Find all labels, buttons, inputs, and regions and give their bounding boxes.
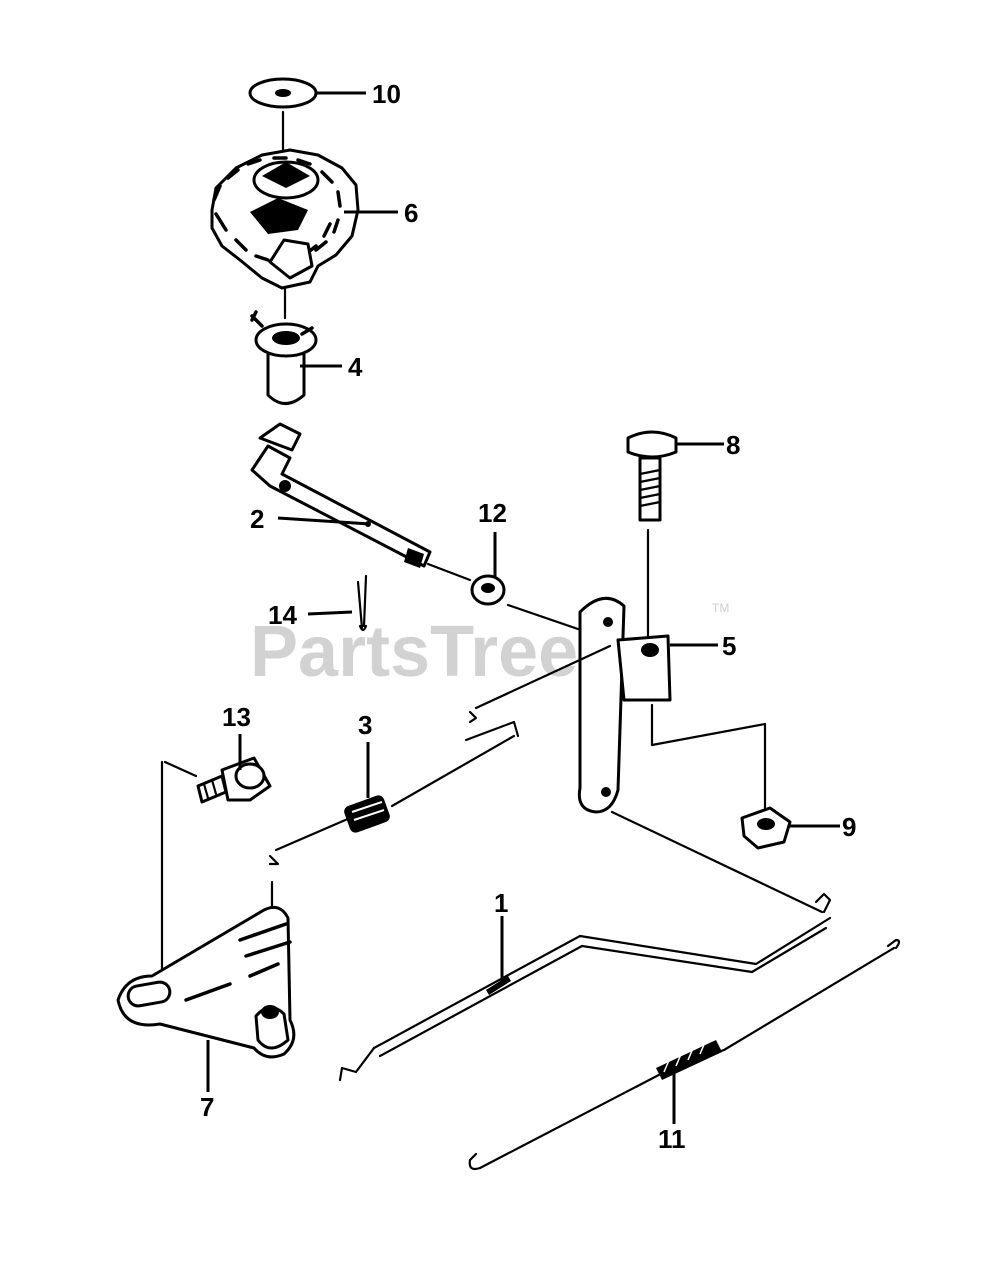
part-4-governor-cup: [250, 310, 318, 405]
part-6-gear: [210, 148, 360, 290]
watermark-trademark: TM: [712, 601, 729, 615]
part-3-spring: [268, 720, 520, 866]
callout-1: 1: [494, 888, 508, 918]
part-9-nut: [740, 806, 792, 850]
watermark: PartsTree TM: [250, 601, 729, 692]
callout-11: 11: [658, 1124, 686, 1154]
callout-3: 3: [358, 710, 372, 740]
callout-14: 14: [268, 600, 297, 630]
part-10-washer: [248, 77, 318, 109]
callout-10: 10: [372, 79, 401, 109]
callout-8: 8: [726, 430, 740, 460]
callout-4: 4: [348, 352, 363, 382]
callout-13: 13: [222, 702, 251, 732]
part-8-bolt: [626, 430, 678, 522]
part-13-screw: [196, 756, 272, 804]
callout-leaders: [206, 91, 840, 1124]
callout-9: 9: [842, 812, 856, 842]
callout-labels: 10 6 4 8 2 12 14 5 13 3 9 1 7 11: [200, 79, 856, 1154]
callout-12: 12: [478, 498, 507, 528]
callout-2: 2: [250, 504, 264, 534]
watermark-text: PartsTree: [250, 612, 578, 692]
callout-6: 6: [404, 198, 418, 228]
part-14-cotter-pin: [356, 574, 368, 632]
part-1-link-rod: [338, 810, 832, 1082]
part-2-governor-shaft: [250, 422, 432, 568]
part-12-washer: [470, 574, 506, 606]
part-5-governor-arm: [468, 596, 672, 814]
part-7-bracket: [116, 905, 296, 1059]
callout-7: 7: [200, 1092, 214, 1122]
callout-5: 5: [722, 631, 736, 661]
